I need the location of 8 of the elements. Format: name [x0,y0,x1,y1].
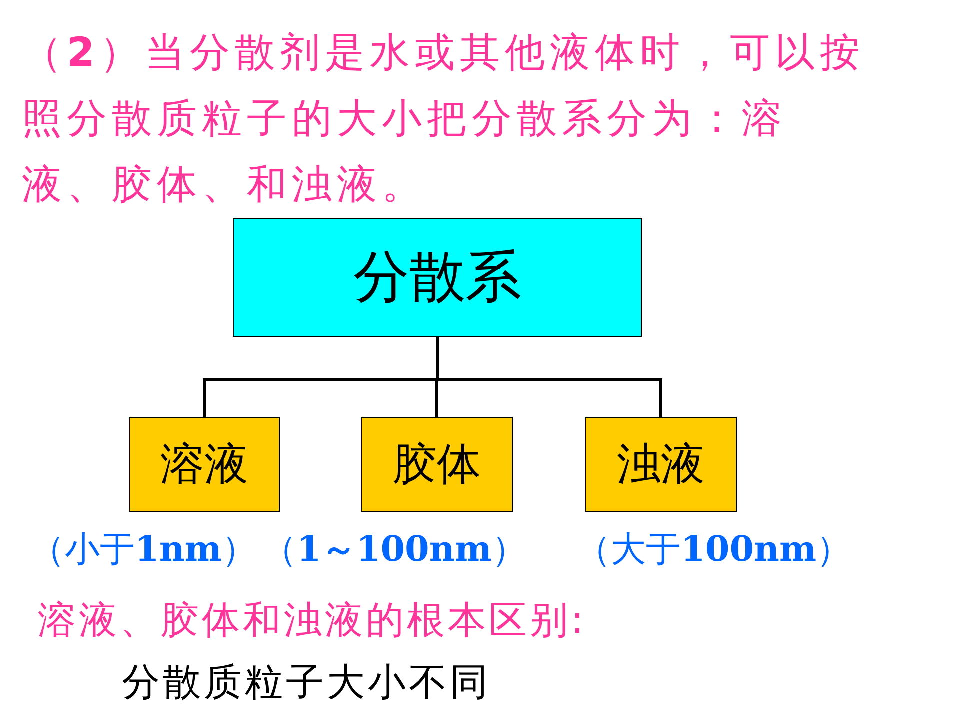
size-range-label: （小于1nm） [30,528,257,572]
answer-text: 分散质粒子大小不同 [122,659,491,706]
question-text: 溶液、胶体和浊液的根本区别: [38,597,587,644]
size-range-label: （大于100nm） [576,528,852,572]
tree-connector [436,337,662,417]
root-box: 分散系 [233,218,642,337]
intro-paragraph: （2）当分散剂是水或其他液体时，可以按照分散质粒子的大小把分散系分为：溶液、胶体、和浊液。 [22,29,866,210]
size-range-label: （1～100nm） [262,528,527,572]
